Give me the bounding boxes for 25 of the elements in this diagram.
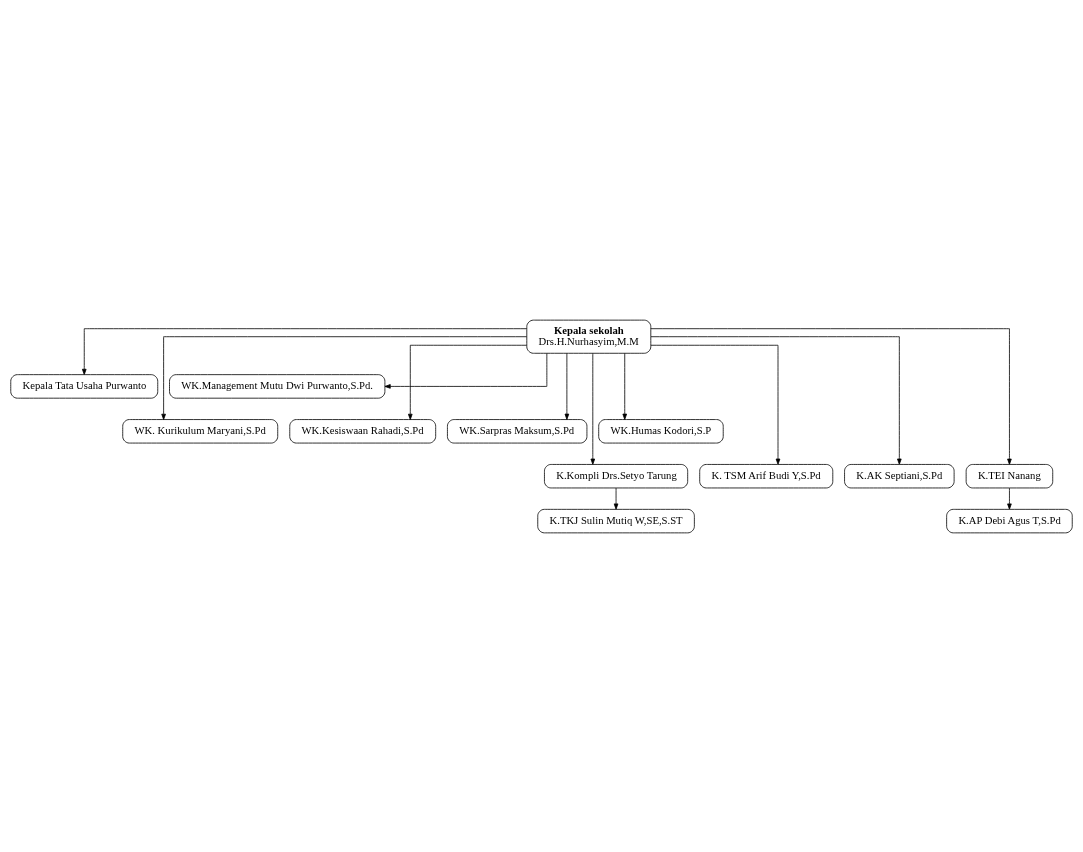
node-box: K.TEI Nanang bbox=[965, 463, 1054, 488]
node-box: WK.Sarpras Maksum,S.Pd bbox=[447, 418, 588, 443]
node-box: K. TSM Arif Budi Y,S.Pd bbox=[699, 463, 834, 488]
arrow bbox=[613, 487, 619, 510]
arrow bbox=[161, 335, 528, 420]
node-box: WK.Humas Kodori,S.P bbox=[598, 418, 724, 443]
arrow bbox=[650, 327, 1012, 465]
node-box: K.TKJ Sulin Mutiq W,SE,S.ST bbox=[537, 508, 695, 533]
node-box: WK. Kurikulum Maryani,S.Pd bbox=[122, 418, 279, 443]
arrow bbox=[622, 352, 627, 420]
arrow bbox=[590, 352, 596, 465]
node-box: WK.Management Mutu Dwi Purwanto,S.Pd. bbox=[169, 373, 386, 399]
node-box: Kepala Tata Usaha Purwanto bbox=[10, 373, 159, 399]
node-box: WK.Kesiswaan Rahadi,S.Pd bbox=[289, 418, 437, 443]
arrow bbox=[564, 352, 570, 420]
node-box: K.AP Debi Agus T,S.Pd bbox=[946, 508, 1073, 533]
arrow bbox=[384, 352, 548, 389]
arrow bbox=[650, 335, 902, 465]
node-box: Kepala sekolah Drs.H.Nurhasyim,M.M bbox=[526, 319, 652, 354]
node-box: K.Kompli Drs.Setyo Tarung bbox=[544, 463, 689, 488]
arrow bbox=[650, 344, 781, 465]
arrow bbox=[1007, 487, 1012, 510]
arrow bbox=[81, 327, 528, 375]
node-box: K.AK Septiani,S.Pd bbox=[844, 463, 955, 488]
arrow bbox=[408, 344, 527, 420]
